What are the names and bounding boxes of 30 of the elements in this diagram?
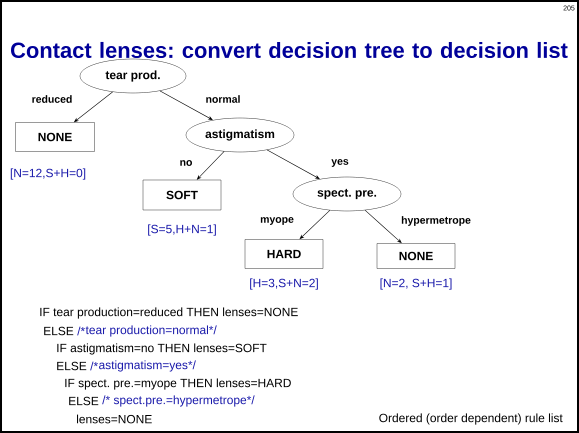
code-comment: /* [77,326,85,336]
note-text: Ordered (order dependent) rule list [379,413,563,425]
rule-line: lenses=NONE [77,414,152,424]
count-label: [S=5,H+N=1] [148,224,216,236]
count-label: [N=2, S+H=1] [380,278,452,290]
rule-line: ELSE [69,396,98,406]
code-comment: /* [90,362,98,370]
edge-label: yes [330,158,350,168]
count-label: [N=12,S+H=0] [10,168,86,180]
rule-line: IF tear production=reduced THEN lenses=NONE [40,307,298,319]
rule-line: ELSE [57,362,86,370]
rule-line: IF spect. pre.=myope THEN lenses=HARD [65,378,291,390]
leaf-box: NONE [376,243,456,269]
code-comment: astigmatism=yes*/ [99,360,196,372]
edge-label: hypermetrope [400,215,472,227]
rule-line: ELSE [44,326,74,336]
arrow [196,151,224,180]
edge-label: myope [259,216,295,226]
leaf-box: SOFT [142,180,222,210]
arrow [364,210,402,244]
slide-title: Contact lenses: convert decision tree to decision list [11,42,568,58]
edge-label: no [178,159,194,167]
code-comment: tear production=normal*/ [86,325,217,337]
rule-line: IF astigmatism=no THEN lenses=SOFT [57,343,267,355]
code-comment: /* spect.pre.=hypermetrope*/ [102,395,255,407]
edge-label: normal [204,94,242,104]
count-label: [H=3,S+N=2] [250,278,318,290]
leaf-box: HARD [244,239,324,269]
leaf-box: NONE [15,122,95,152]
edge-label: reduced [30,94,74,104]
